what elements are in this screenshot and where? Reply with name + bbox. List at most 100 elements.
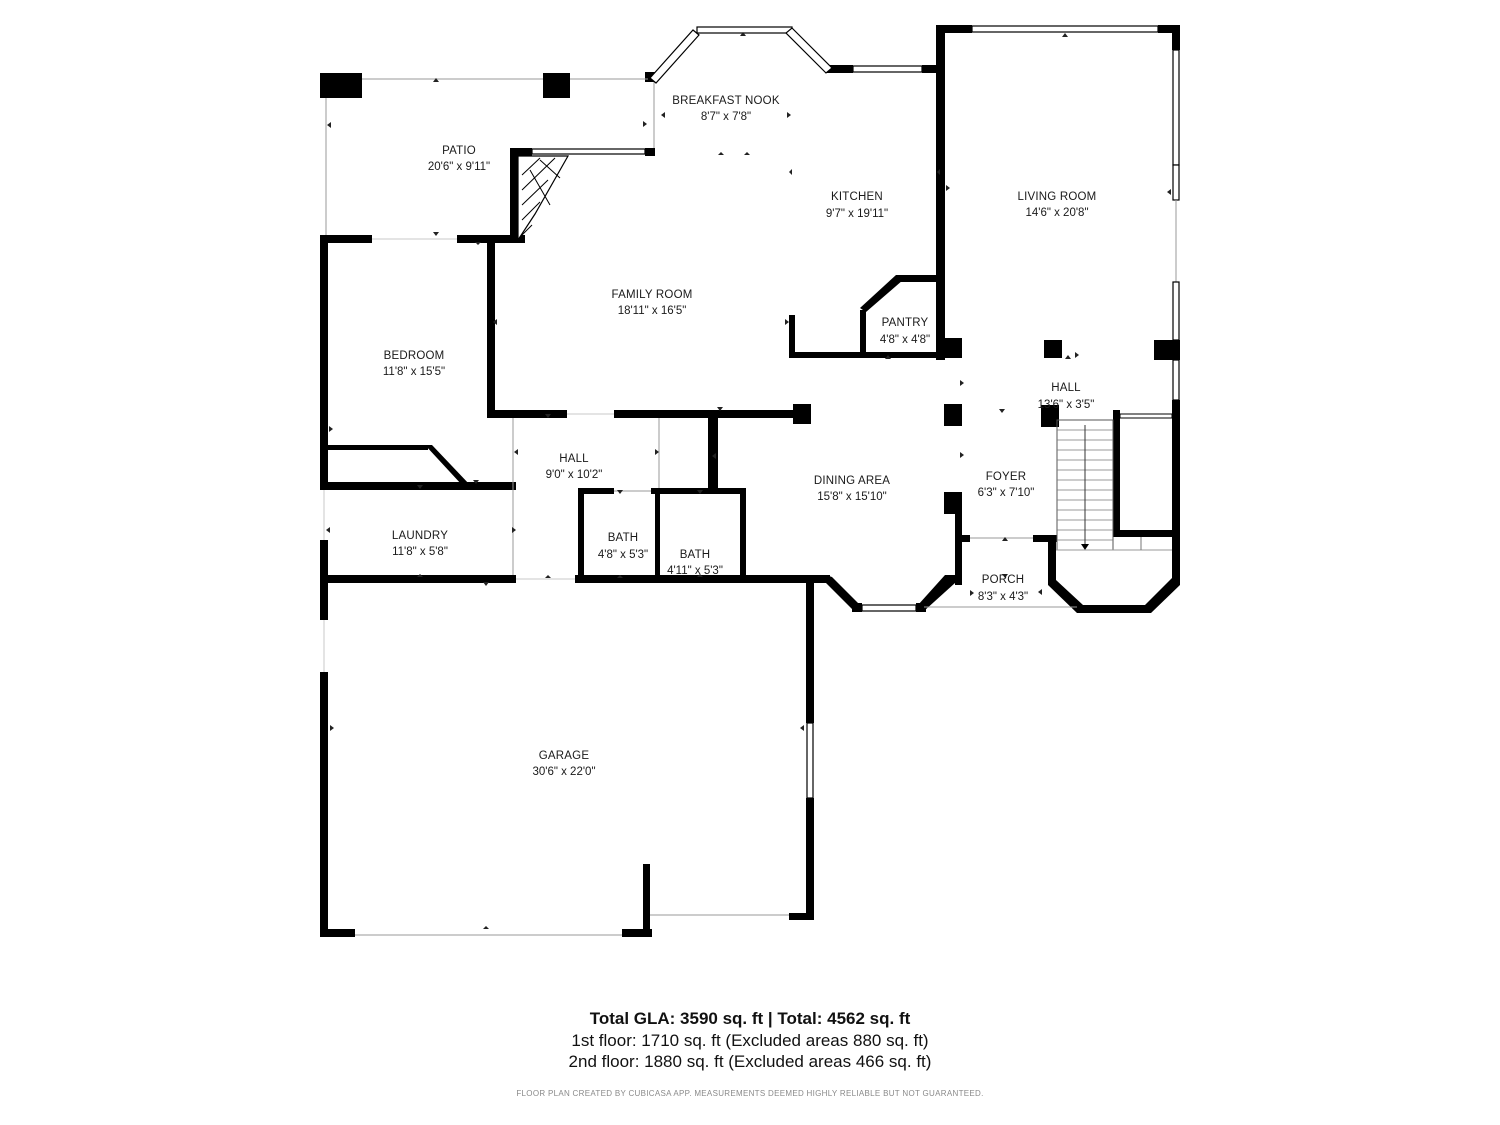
dimension-markers	[326, 32, 1171, 929]
column-family	[793, 404, 811, 424]
column-dining-top	[944, 404, 962, 426]
west-wall-laundry	[320, 540, 328, 582]
foyer-bottom-wall	[955, 535, 970, 542]
kitchen-window	[852, 65, 923, 73]
nook-window-left	[649, 29, 700, 84]
pantry-dim: 4'8" x 4'8"	[880, 334, 930, 346]
pantry-west-wall	[860, 310, 866, 358]
garage-dim: 30'6" x 22'0"	[532, 766, 595, 778]
second-floor-area: 2nd floor: 1880 sq. ft (Excluded areas 4…	[568, 1052, 932, 1071]
bedroom-closet-angle	[425, 445, 470, 485]
kitchen-island-wall	[789, 315, 795, 358]
column-dining-bottom	[944, 492, 962, 514]
garage-east-wall-a	[806, 575, 814, 723]
kitchen-south-wall	[789, 352, 939, 358]
bath-left-west	[578, 488, 584, 581]
staircase	[1056, 413, 1173, 551]
dining-bay-post-left	[852, 603, 862, 612]
east-wall-lower	[1172, 400, 1180, 585]
hall-entry-name: HALL	[1051, 382, 1081, 394]
room-labels: PATIO 20'6" x 9'11" BREAKFAST NOOK 8'7" …	[383, 95, 1097, 778]
garage-window-east	[806, 722, 814, 799]
fireplace-wall-left	[510, 148, 518, 243]
foyer-name: FOYER	[986, 471, 1027, 483]
windows-and-openings	[323, 25, 1180, 936]
breakfast-nook-name: BREAKFAST NOOK	[672, 95, 780, 107]
living-north-wall-b	[1158, 25, 1180, 33]
dining-bay-right	[918, 575, 955, 611]
bath-right-dim: 4'11" x 5'3"	[667, 565, 723, 577]
kitchen-east-wall	[936, 25, 945, 360]
stair-west-wall	[1048, 535, 1056, 580]
kitchen-dim: 9'7" x 19'11"	[826, 208, 888, 220]
family-room-west-wall	[487, 235, 495, 415]
west-wall-upper	[320, 235, 328, 490]
laundry-dim: 11'8" x 5'8"	[392, 546, 448, 558]
bedroom-dim: 11'8" x 15'5"	[383, 366, 445, 378]
family-room-dim: 18'11" x 16'5"	[618, 305, 687, 317]
walls	[320, 25, 1180, 937]
disclaimer-note: FLOOR PLAN CREATED BY CUBICASA APP. MEAS…	[516, 1089, 984, 1098]
first-floor-area: 1st floor: 1710 sq. ft (Excluded areas 8…	[571, 1031, 929, 1050]
garage-west-wall-b	[320, 672, 328, 937]
living-window-top	[971, 25, 1159, 33]
living-room-name: LIVING ROOM	[1018, 191, 1097, 203]
stair-east-wall	[1113, 410, 1120, 535]
family-room-name: FAMILY ROOM	[611, 289, 692, 301]
kitchen-north-wall-b	[922, 65, 944, 73]
garage-east-wall-b	[806, 798, 814, 920]
hall-entry-dim: 13'6" x 3'5"	[1038, 399, 1095, 411]
fireplace-window-end	[645, 148, 655, 156]
kitchen-name: KITCHEN	[831, 191, 883, 203]
nook-window-right	[785, 27, 833, 74]
column-pantry	[936, 338, 962, 358]
total-area-summary: Total GLA: 3590 sq. ft | Total: 4562 sq.…	[589, 1009, 911, 1028]
living-window-east-2	[1172, 164, 1180, 201]
bedroom-closet-wall	[328, 445, 428, 450]
dining-bay-window	[861, 604, 917, 612]
kitchen-north-wall-a	[825, 65, 853, 73]
living-window-east-3	[1172, 281, 1180, 341]
stair-west-post	[1033, 535, 1057, 542]
living-east-wall	[1172, 25, 1180, 50]
patio-name: PATIO	[442, 145, 476, 157]
garage-north-wall-a	[320, 575, 516, 583]
stair-closet-bottom	[1113, 530, 1173, 537]
patio-post-left	[320, 73, 362, 98]
laundry-name: LAUNDRY	[392, 530, 448, 542]
bath-divider	[655, 488, 660, 581]
bedroom-name: BEDROOM	[384, 350, 445, 362]
hall-window-east	[1172, 359, 1180, 401]
foyer-west-wall	[955, 510, 962, 585]
pantry-name: PANTRY	[882, 317, 929, 329]
nook-bay-left-stub	[645, 72, 655, 82]
patio-post-right	[543, 73, 570, 98]
porch-dim: 8'3" x 4'3"	[978, 591, 1028, 603]
column-hall-left	[1044, 340, 1062, 358]
hall-center-dim: 9'0" x 10'2"	[546, 469, 603, 481]
bath-right-east	[740, 488, 746, 581]
column-hall-right	[1154, 340, 1180, 360]
bedroom-top-wall	[320, 235, 372, 243]
pantry-top-wall	[896, 275, 941, 282]
foyer-dim: 6'3" x 7'10"	[978, 487, 1035, 499]
porch-name: PORCH	[982, 574, 1025, 586]
living-north-wall-a	[936, 25, 972, 33]
turret-wall	[1048, 578, 1180, 613]
bath-left-name: BATH	[608, 532, 639, 544]
column-foyer	[1041, 405, 1059, 427]
garage-center-post	[643, 864, 650, 937]
bath-left-top-a	[578, 488, 614, 494]
family-room-south-wall-a	[487, 410, 567, 418]
garage-south-wall-center	[622, 929, 652, 937]
bath-right-name: BATH	[680, 549, 711, 561]
fireplace	[517, 155, 570, 243]
dining-bay-left	[826, 575, 860, 611]
dining-area-name: DINING AREA	[814, 475, 890, 487]
pantry-angled-wall	[860, 275, 903, 312]
hall-wall-top-right	[708, 410, 718, 490]
living-window-east-1	[1172, 49, 1180, 166]
garage-west-wall-a	[320, 575, 328, 620]
fireplace-wall-top	[510, 148, 532, 156]
